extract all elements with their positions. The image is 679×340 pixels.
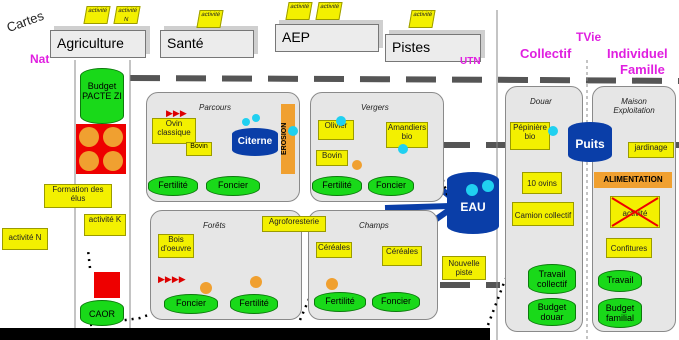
citerne-cylinder[interactable]: Citerne — [232, 128, 278, 156]
ovin-card[interactable]: Ovin classique — [152, 118, 196, 144]
orange-circle-icon — [352, 160, 362, 170]
orange-circle-icon — [250, 276, 262, 288]
tab-pistes[interactable]: Pistes — [385, 34, 481, 62]
formation-elus-card[interactable]: Formation des élus — [44, 184, 112, 208]
red-flags-icon: ▶▶▶ — [166, 108, 187, 118]
flag-activite-4: activité — [315, 2, 343, 20]
header-tvie: TVie — [576, 30, 602, 44]
erosion-arrow: EROSION — [281, 104, 295, 174]
water-drop-icon — [336, 116, 346, 126]
foncier-cylinder-1[interactable]: Foncier — [206, 176, 260, 196]
budget-douar-cylinder[interactable]: Budget douar — [528, 298, 576, 326]
travail-cylinder[interactable]: Travail — [598, 270, 642, 292]
camion-card[interactable]: Camion collectif — [512, 202, 574, 226]
header-individuel: Individuel — [607, 46, 668, 61]
bovin-card-1[interactable]: Bovin — [186, 142, 212, 156]
nouvelle-piste-card[interactable]: Nouvelle piste — [442, 256, 486, 280]
zone-parcours-label: Parcours — [199, 103, 232, 112]
puits-cylinder[interactable]: Puits — [568, 122, 612, 162]
zone-vergers-label: Vergers — [361, 103, 389, 112]
bovin-card-2[interactable]: Bovin — [316, 150, 348, 166]
header-famille: Famille — [620, 62, 665, 77]
tab-agriculture[interactable]: Agriculture — [50, 30, 146, 58]
cereales-card-1[interactable]: Céréales — [316, 242, 352, 258]
water-drop-icon — [482, 180, 494, 192]
zone-forets-label: Forêts — [203, 221, 226, 230]
amandiers-card[interactable]: Amandiers bio — [386, 122, 428, 148]
agroforesterie-card[interactable]: Agroforesterie — [262, 216, 326, 232]
header-nat: Nat — [30, 52, 50, 66]
alimentation-arrow: ALIMENTATION — [594, 172, 672, 188]
flag-activite-1: activité — [83, 6, 111, 24]
orange-circle-icon — [326, 278, 338, 290]
activite-k-card[interactable]: activité K — [84, 214, 126, 236]
flag-activite-3: activité — [285, 2, 313, 20]
ovins-card[interactable]: 10 ovins — [522, 172, 562, 194]
fertilite-cylinder-1[interactable]: Fertilité — [148, 176, 198, 196]
flag-activite-n: activité N — [113, 6, 141, 24]
water-drop-icon — [242, 118, 250, 126]
confitures-card[interactable]: Confitures — [606, 238, 652, 258]
budget-familial-cylinder[interactable]: Budget familial — [598, 298, 642, 328]
tab-aep[interactable]: AEP — [275, 24, 379, 52]
money-bags-icon — [76, 124, 126, 174]
orange-circle-icon — [200, 282, 212, 294]
tab-sante[interactable]: Santé — [160, 30, 254, 58]
person-icon — [94, 272, 120, 298]
foncier-cylinder-2[interactable]: Foncier — [368, 176, 414, 196]
caor-cylinder[interactable]: CAOR — [80, 300, 124, 326]
cross-icon — [610, 196, 660, 228]
fertilite-cylinder-3[interactable]: Fertilité — [230, 294, 278, 314]
activite-n-card[interactable]: activité N — [2, 228, 48, 250]
cereales-card-2[interactable]: Céréales — [382, 246, 422, 266]
fertilite-cylinder-2[interactable]: Fertilité — [312, 176, 362, 196]
foncier-cylinder-4[interactable]: Foncier — [372, 292, 420, 312]
water-drop-icon — [548, 126, 558, 136]
travail-collectif-cylinder[interactable]: Travail collectif — [528, 264, 576, 294]
budget-pacte-cylinder[interactable]: Budget PACTE ZI — [80, 68, 124, 124]
foncier-cylinder-3[interactable]: Foncier — [164, 294, 218, 314]
olivier-card[interactable]: Olivier — [318, 120, 354, 140]
water-drop-icon — [288, 126, 298, 136]
zone-champs-label: Champs — [359, 221, 389, 230]
water-drop-icon — [466, 184, 478, 196]
flag-activite-2: activité — [196, 10, 224, 28]
pepiniere-card[interactable]: Pépinière bio — [510, 122, 550, 150]
flag-activite-5: activité — [408, 10, 436, 28]
zone-douar-label: Douar — [530, 97, 552, 106]
water-drop-icon — [398, 144, 408, 154]
jardinage-card[interactable]: jardinage — [628, 142, 674, 158]
red-flags-icon: ▶▶▶▶ — [158, 274, 186, 284]
water-drop-icon — [252, 114, 260, 122]
header-utn: UTN — [460, 56, 481, 67]
bois-oeuvre-card[interactable]: Bois d'oeuvre — [158, 234, 194, 258]
header-collectif: Collectif — [520, 46, 572, 61]
zone-maison-label: Maison Exploitation — [613, 97, 655, 115]
fertilite-cylinder-4[interactable]: Fertilité — [314, 292, 366, 312]
